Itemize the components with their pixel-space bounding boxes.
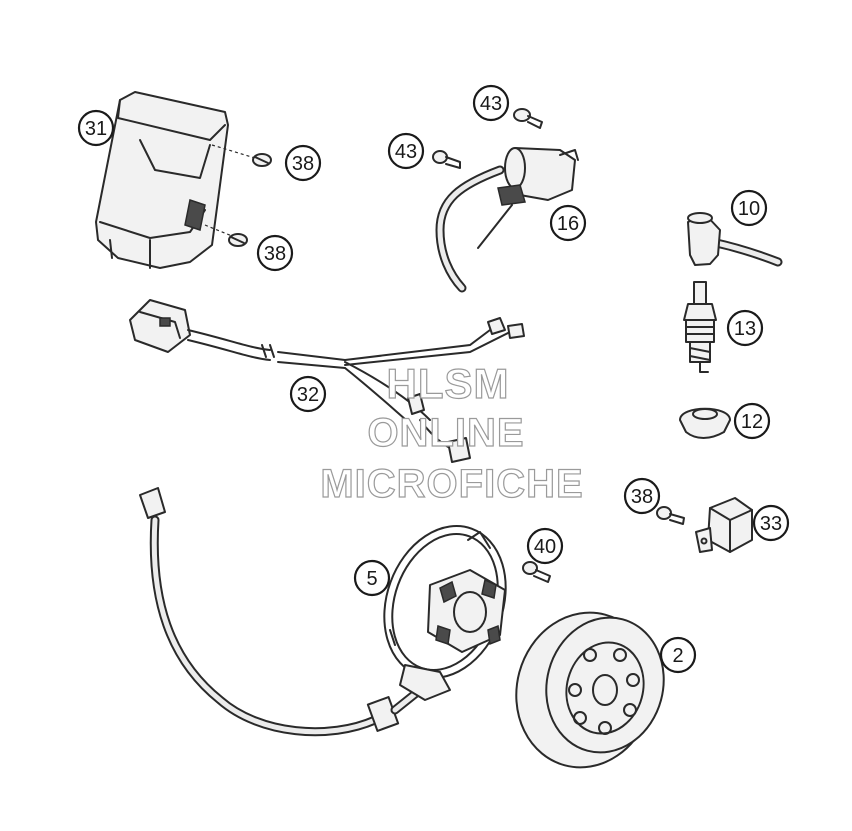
callout-38-regulator: 38 xyxy=(623,477,661,515)
svg-text:38: 38 xyxy=(264,243,286,265)
svg-text:32: 32 xyxy=(297,384,319,406)
svg-text:5: 5 xyxy=(366,568,377,590)
spark-plug-grommet xyxy=(679,407,731,439)
svg-text:38: 38 xyxy=(631,486,653,508)
svg-text:40: 40 xyxy=(534,536,556,558)
wiring-harness xyxy=(129,299,525,463)
watermark-line-1: HLSM xyxy=(387,360,510,407)
flywheel xyxy=(515,611,665,769)
svg-text:43: 43 xyxy=(395,141,417,163)
callout-16: 16 xyxy=(549,204,587,242)
callout-12: 12 xyxy=(733,402,771,440)
spark-plug xyxy=(683,281,717,373)
bolt-38-lower xyxy=(204,224,248,247)
svg-text:43: 43 xyxy=(480,93,502,115)
bolt-43-coil-top xyxy=(513,108,543,129)
callout-38-cdi-upper: 38 xyxy=(284,144,322,182)
callout-32: 32 xyxy=(289,375,327,413)
svg-text:13: 13 xyxy=(734,318,756,340)
voltage-regulator xyxy=(695,497,753,553)
svg-text:10: 10 xyxy=(738,198,760,220)
callout-2: 2 xyxy=(659,636,697,674)
callout-5: 5 xyxy=(353,559,391,597)
watermark: HLSM ONLINE MICROFICHE xyxy=(320,359,584,506)
svg-text:16: 16 xyxy=(557,213,579,235)
bolt-38-regulator xyxy=(656,506,685,525)
svg-text:2: 2 xyxy=(672,645,683,667)
bolt-38-upper xyxy=(211,144,272,167)
callout-33: 33 xyxy=(752,504,790,542)
svg-text:31: 31 xyxy=(85,118,107,140)
watermark-line-3: MICROFICHE xyxy=(320,462,583,506)
callout-38-cdi-lower: 38 xyxy=(256,234,294,272)
spark-plug-cap xyxy=(687,212,783,267)
callout-40: 40 xyxy=(526,527,564,565)
svg-text:33: 33 xyxy=(760,513,782,535)
svg-text:38: 38 xyxy=(292,153,314,175)
svg-text:12: 12 xyxy=(741,411,763,433)
cdi-unit xyxy=(95,91,229,269)
callout-43-left: 43 xyxy=(387,132,425,170)
callout-10: 10 xyxy=(730,189,768,227)
ignition-coil xyxy=(435,147,579,293)
stator xyxy=(139,487,507,737)
watermark-line-2: ONLINE xyxy=(367,411,524,455)
bolt-40 xyxy=(522,561,551,583)
callout-13: 13 xyxy=(726,309,764,347)
callout-43-top: 43 xyxy=(472,84,510,122)
callout-31: 31 xyxy=(77,109,115,147)
bolt-43-coil-left xyxy=(432,150,461,169)
